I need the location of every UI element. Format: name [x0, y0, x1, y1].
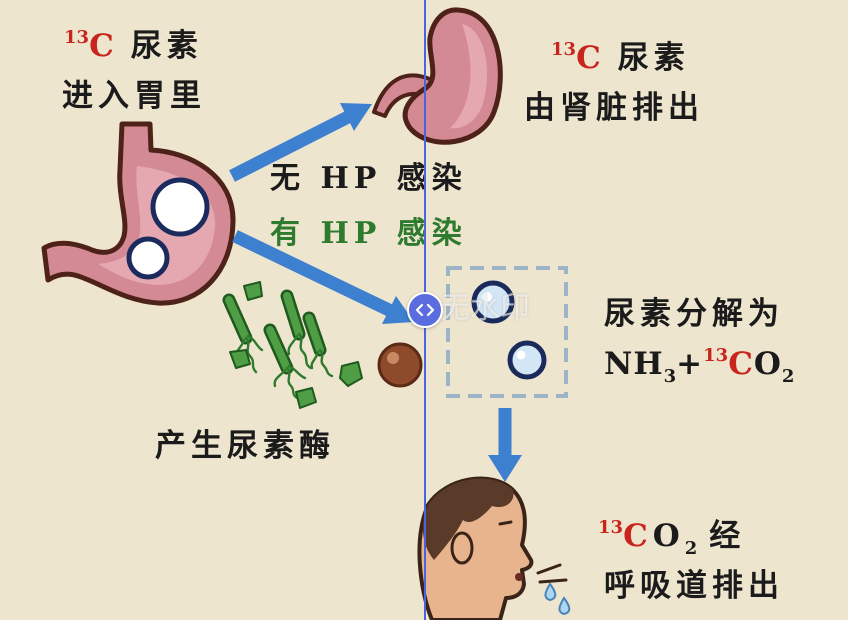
arrow-head: [488, 455, 522, 482]
flagellum: [287, 334, 299, 356]
person-exhaling-illustration: [417, 476, 571, 620]
formula-plus: +: [676, 346, 704, 382]
bubble-shine: [516, 350, 526, 360]
gastric-bubble-small: [126, 236, 170, 280]
breath-droplet: [544, 582, 557, 602]
isotope-element: C: [623, 518, 653, 554]
bacterium-body: [225, 296, 250, 342]
kidney-illustration: [372, 7, 503, 145]
arrow-head: [382, 296, 414, 324]
formula-ammonia: NH: [604, 346, 664, 382]
urease-highlight: [387, 352, 399, 364]
mouth: [515, 573, 523, 581]
isotope-element: C: [728, 346, 754, 382]
arrow-to-breath: [488, 408, 522, 482]
bacterium-coccoid: [229, 349, 251, 369]
hair: [422, 478, 514, 560]
formula-oxygen: O: [753, 346, 782, 382]
decomposition-caption-line1: 尿素分解为: [604, 296, 784, 332]
arrow-shaft: [232, 230, 394, 317]
isotope-mass-number: 13: [703, 345, 729, 366]
substance-label: 尿素: [130, 28, 203, 64]
formula-oxygen-subscript: 2: [684, 538, 698, 559]
bacterium-body: [305, 314, 324, 354]
breath-droplet: [558, 596, 571, 616]
arrow-to-urease: [232, 230, 414, 324]
formula-oxygen: O: [652, 518, 685, 554]
flagellum: [318, 348, 334, 378]
flagellum: [273, 368, 287, 388]
gas-bubble: [471, 280, 515, 324]
flagellum: [297, 332, 313, 370]
decomposition-box: [446, 266, 568, 398]
gastric-bubble-large: [150, 177, 210, 237]
arrow-shaft: [229, 110, 353, 182]
bacterium-coccoid: [295, 387, 317, 409]
compare-slider-handle[interactable]: [407, 292, 443, 328]
flagellum: [287, 364, 307, 380]
bacterium: [263, 323, 307, 400]
kidney-caption-line1: 13C 尿素: [551, 39, 690, 81]
bacterium-coccoid: [339, 361, 363, 387]
hp-infection-label: 有 HP 感染: [270, 216, 467, 251]
decomposition-formula: NH3+13CO2: [604, 345, 795, 387]
isotope-element: C: [576, 40, 606, 76]
flagellum: [285, 366, 299, 400]
stomach-caption-line1: 13C 尿素: [64, 27, 203, 69]
flagellum: [246, 334, 264, 352]
bacterium-body: [283, 292, 303, 338]
urease-particle: [377, 342, 423, 388]
formula-ammonia-subscript: 3: [663, 366, 677, 387]
kidney-caption-line2: 由肾脏排出: [524, 90, 704, 126]
no-hp-infection-label: 无 HP 感染: [270, 161, 467, 196]
formula-oxygen-subscript: 2: [781, 366, 795, 387]
stomach-caption-line2: 进入胃里: [62, 78, 206, 114]
urease-caption: 产生尿素酶: [155, 428, 335, 464]
bacterium-body: [266, 326, 291, 372]
kidney-highlight: [450, 24, 488, 129]
bubble-shine: [482, 292, 492, 302]
bacterium: [280, 289, 313, 370]
ear: [450, 531, 474, 565]
flagellum: [310, 350, 320, 370]
arrow-head: [340, 103, 372, 131]
gas-bubble: [507, 340, 547, 380]
arrow-to-kidney: [229, 103, 372, 182]
stomach-illustration: [41, 121, 236, 306]
eye: [498, 520, 513, 526]
isotope-mass-number: 13: [598, 517, 624, 538]
flagellum: [244, 336, 258, 374]
isotope-mass-number: 13: [64, 27, 90, 48]
exhale-caption-line2: 呼吸道排出: [604, 568, 784, 604]
urease-ball: [377, 342, 423, 388]
watermark-text: 无水印: [440, 291, 530, 326]
substance-label: 尿素: [617, 40, 690, 76]
h-pylori-bacteria: [222, 281, 363, 409]
isotope-element: C: [89, 28, 119, 64]
breath-lines: [536, 563, 568, 584]
via-word: 经: [709, 518, 746, 554]
dashed-frame: [446, 266, 568, 398]
bacterium: [302, 311, 334, 378]
chevron-left-right-icon: [415, 303, 435, 317]
bacterium-coccoid: [243, 281, 263, 301]
isotope-mass-number: 13: [551, 39, 577, 60]
